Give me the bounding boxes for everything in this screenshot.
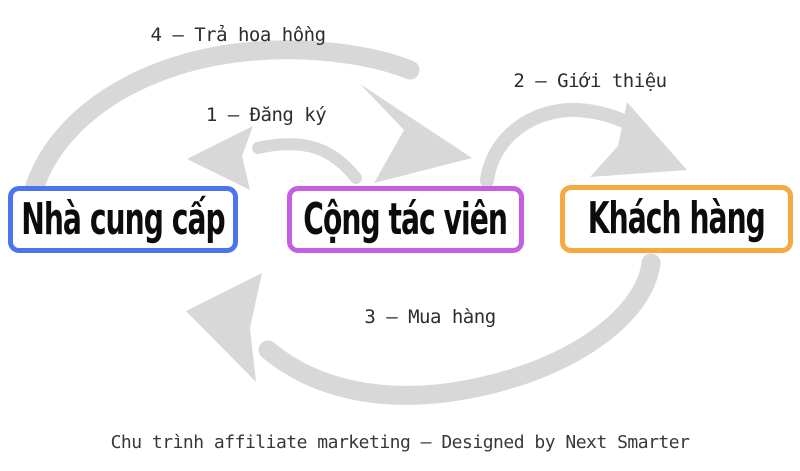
arrow-2-refer-icon [480,102,687,188]
node-customer-label: Khách hàng [587,193,766,244]
arrow-label-3: 3 — Mua hàng [364,306,496,328]
arrow-label-4: 4 — Trả hoa hồng [150,24,326,46]
node-collaborator: Cộng tác viên [287,186,524,253]
node-collaborator-label: Cộng tác viên [303,193,509,245]
node-supplier: Nhà cung cấp [8,186,238,253]
arrow-1-register-icon [187,126,362,190]
node-customer: Khách hàng [560,185,793,253]
arrow-4-pay-commission-icon [23,40,472,202]
node-supplier-label: Nhà cung cấp [21,193,225,245]
arrow-label-1: 1 — Đăng ký [205,104,327,126]
diagram-caption: Chu trình affiliate marketing — Designed… [110,432,690,453]
arrow-label-2: 2 — Giới thiệu [513,70,667,92]
arrow-3-purchase-icon [186,253,661,405]
